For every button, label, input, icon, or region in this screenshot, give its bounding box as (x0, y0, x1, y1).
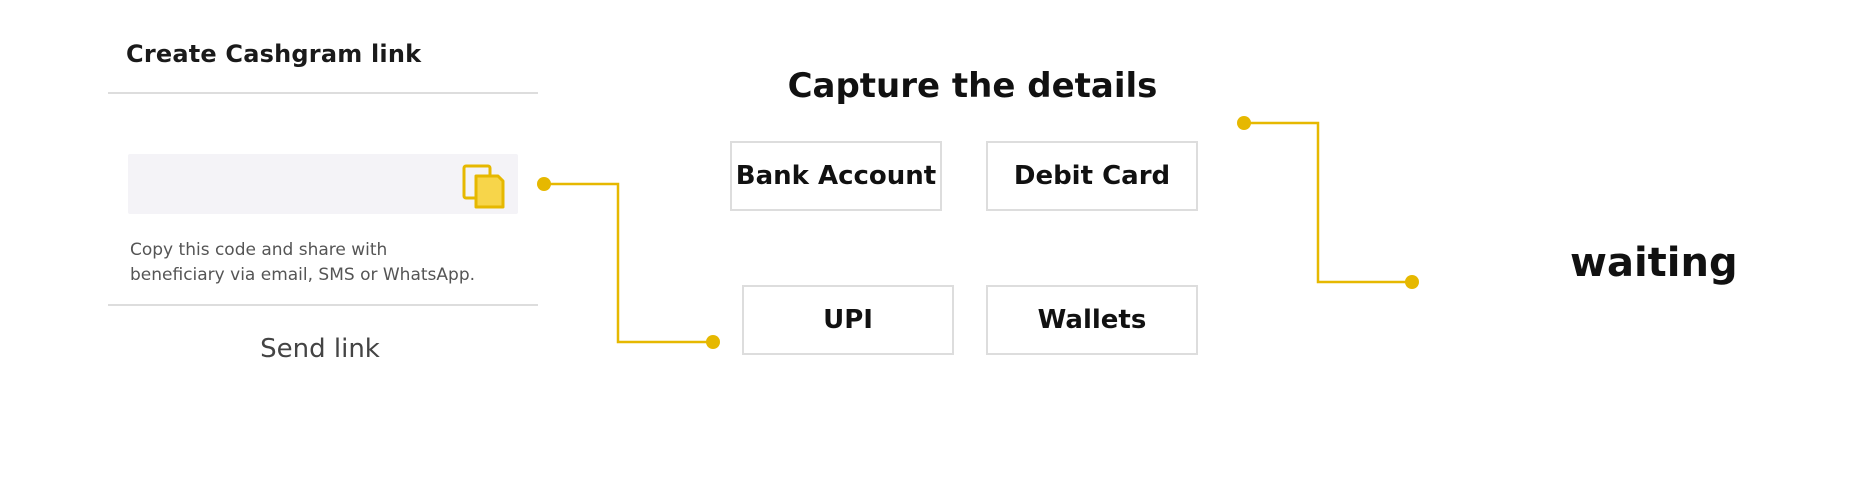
copy-icon[interactable] (462, 164, 506, 210)
capture-title: Capture the details (787, 66, 1158, 106)
cashgram-code-field[interactable] (128, 154, 518, 214)
connector-dot (706, 335, 720, 349)
help-text-line-1: Copy this code and share with (130, 240, 388, 260)
panel-title: Create Cashgram link (126, 40, 422, 68)
connector-options-to-waiting (1237, 116, 1419, 289)
connector-dot (1405, 275, 1419, 289)
option-debit-card[interactable]: Debit Card (986, 141, 1198, 211)
connector-dot (537, 177, 551, 191)
connector-dot (1237, 116, 1251, 130)
help-text: Copy this code and share with beneficiar… (130, 238, 520, 288)
option-wallets[interactable]: Wallets (986, 285, 1198, 355)
help-text-line-2: beneficiary via email, SMS or WhatsApp. (130, 265, 476, 285)
waiting-status: waiting (1570, 240, 1738, 286)
send-link-button[interactable]: Send link (260, 334, 380, 364)
top-divider (108, 92, 538, 94)
option-bank-account[interactable]: Bank Account (730, 141, 942, 211)
option-upi[interactable]: UPI (742, 285, 954, 355)
bottom-divider (108, 304, 538, 306)
connector-code-to-options (537, 177, 720, 349)
